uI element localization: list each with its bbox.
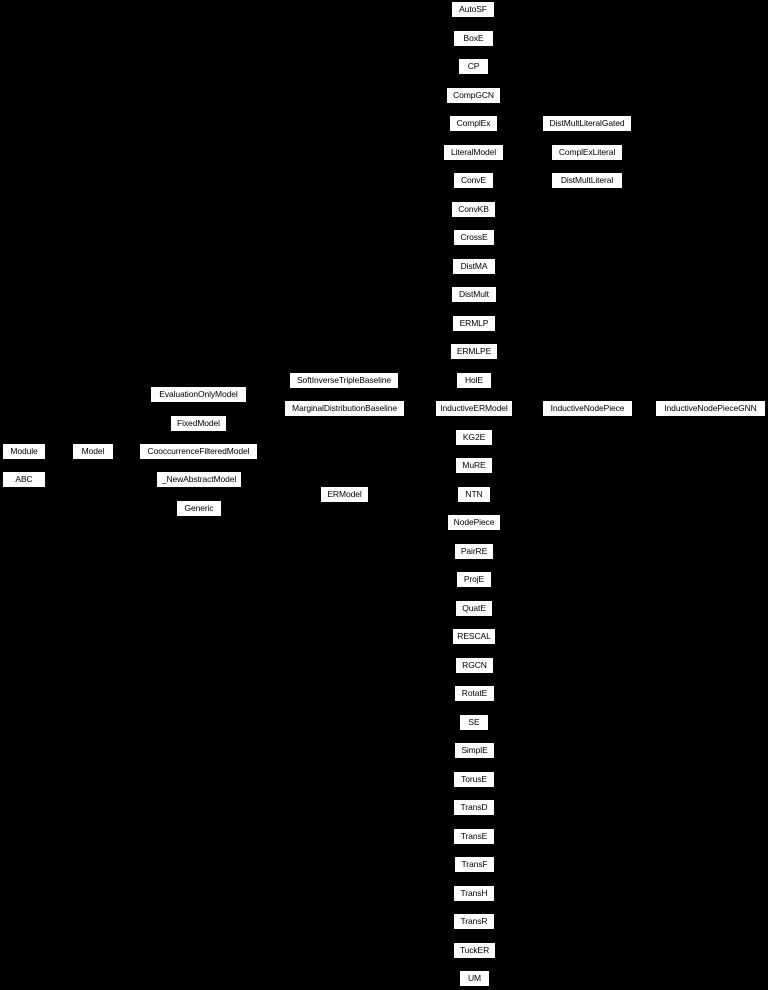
class-node-generic[interactable]: Generic — [176, 500, 222, 517]
class-node-er-model[interactable]: ERModel — [320, 486, 369, 503]
class-node-transr[interactable]: TransR — [453, 913, 495, 930]
class-node-transd[interactable]: TransD — [453, 799, 495, 816]
class-node-toruse[interactable]: TorusE — [453, 771, 495, 788]
class-node-abc[interactable]: ABC — [2, 471, 46, 488]
class-node-inductive-nodepiece-gnn[interactable]: InductiveNodePieceGNN — [655, 400, 766, 417]
class-node-transe[interactable]: TransE — [453, 828, 495, 845]
class-node-literal-model[interactable]: LiteralModel — [443, 144, 504, 161]
class-node-proje[interactable]: ProjE — [456, 571, 492, 588]
class-node-conve[interactable]: ConvE — [453, 172, 494, 189]
class-node-ermlpe[interactable]: ERMLPE — [450, 343, 498, 360]
class-node-tucker[interactable]: TuckER — [453, 942, 496, 959]
class-node-convkb[interactable]: ConvKB — [451, 201, 496, 218]
class-node-boxe[interactable]: BoxE — [453, 30, 494, 47]
class-node-inductive-nodepiece[interactable]: InductiveNodePiece — [542, 400, 633, 417]
class-node-mure[interactable]: MuRE — [455, 457, 493, 474]
class-node-inductive-er-model[interactable]: InductiveERModel — [435, 400, 513, 417]
class-node-simple[interactable]: SimplE — [454, 742, 495, 759]
class-node-fixed-model[interactable]: FixedModel — [170, 415, 227, 432]
class-node-distma[interactable]: DistMA — [452, 258, 496, 275]
class-node-kg2e[interactable]: KG2E — [455, 429, 493, 446]
class-node-complex[interactable]: ComplEx — [449, 115, 498, 132]
class-node-pairre[interactable]: PairRE — [454, 543, 494, 560]
class-node-rgcn[interactable]: RGCN — [455, 657, 494, 674]
class-node-transf[interactable]: TransF — [454, 856, 495, 873]
class-node-distmult-literal-gated[interactable]: DistMultLiteralGated — [542, 115, 632, 132]
class-node-se[interactable]: SE — [459, 714, 489, 731]
class-node-complex-literal[interactable]: ComplExLiteral — [551, 144, 623, 161]
class-node-ntn[interactable]: NTN — [457, 486, 491, 503]
class-node-module[interactable]: Module — [2, 443, 46, 460]
class-node-crosse[interactable]: CrossE — [453, 229, 495, 246]
class-node-transh[interactable]: TransH — [453, 885, 495, 902]
class-node-rotate[interactable]: RotatE — [454, 685, 495, 702]
class-node-model[interactable]: Model — [72, 443, 114, 460]
class-node-evaluation-only-model[interactable]: EvaluationOnlyModel — [150, 386, 247, 403]
class-node-compgcn[interactable]: CompGCN — [446, 87, 501, 104]
class-node-cooccurrence-filtered-model[interactable]: CooccurrenceFilteredModel — [139, 443, 258, 460]
class-node-marginal-distribution-baseline[interactable]: MarginalDistributionBaseline — [284, 400, 405, 417]
class-node-rescal[interactable]: RESCAL — [452, 628, 496, 645]
class-node-um[interactable]: UM — [459, 970, 490, 987]
class-node-distmult[interactable]: DistMult — [451, 286, 497, 303]
class-node-quate[interactable]: QuatE — [455, 600, 493, 617]
class-node-nodepiece[interactable]: NodePiece — [447, 514, 501, 531]
class-node-hole[interactable]: HolE — [456, 372, 492, 389]
class-node-distmult-literal[interactable]: DistMultLiteral — [551, 172, 623, 189]
class-node-ermlp[interactable]: ERMLP — [452, 315, 496, 332]
class-node-soft-inverse-triple-baseline[interactable]: SoftInverseTripleBaseline — [289, 372, 399, 389]
class-node-cp[interactable]: CP — [458, 58, 489, 75]
class-node-new-abstract-model[interactable]: _NewAbstractModel — [156, 471, 242, 488]
class-node-autosf[interactable]: AutoSF — [451, 1, 495, 18]
